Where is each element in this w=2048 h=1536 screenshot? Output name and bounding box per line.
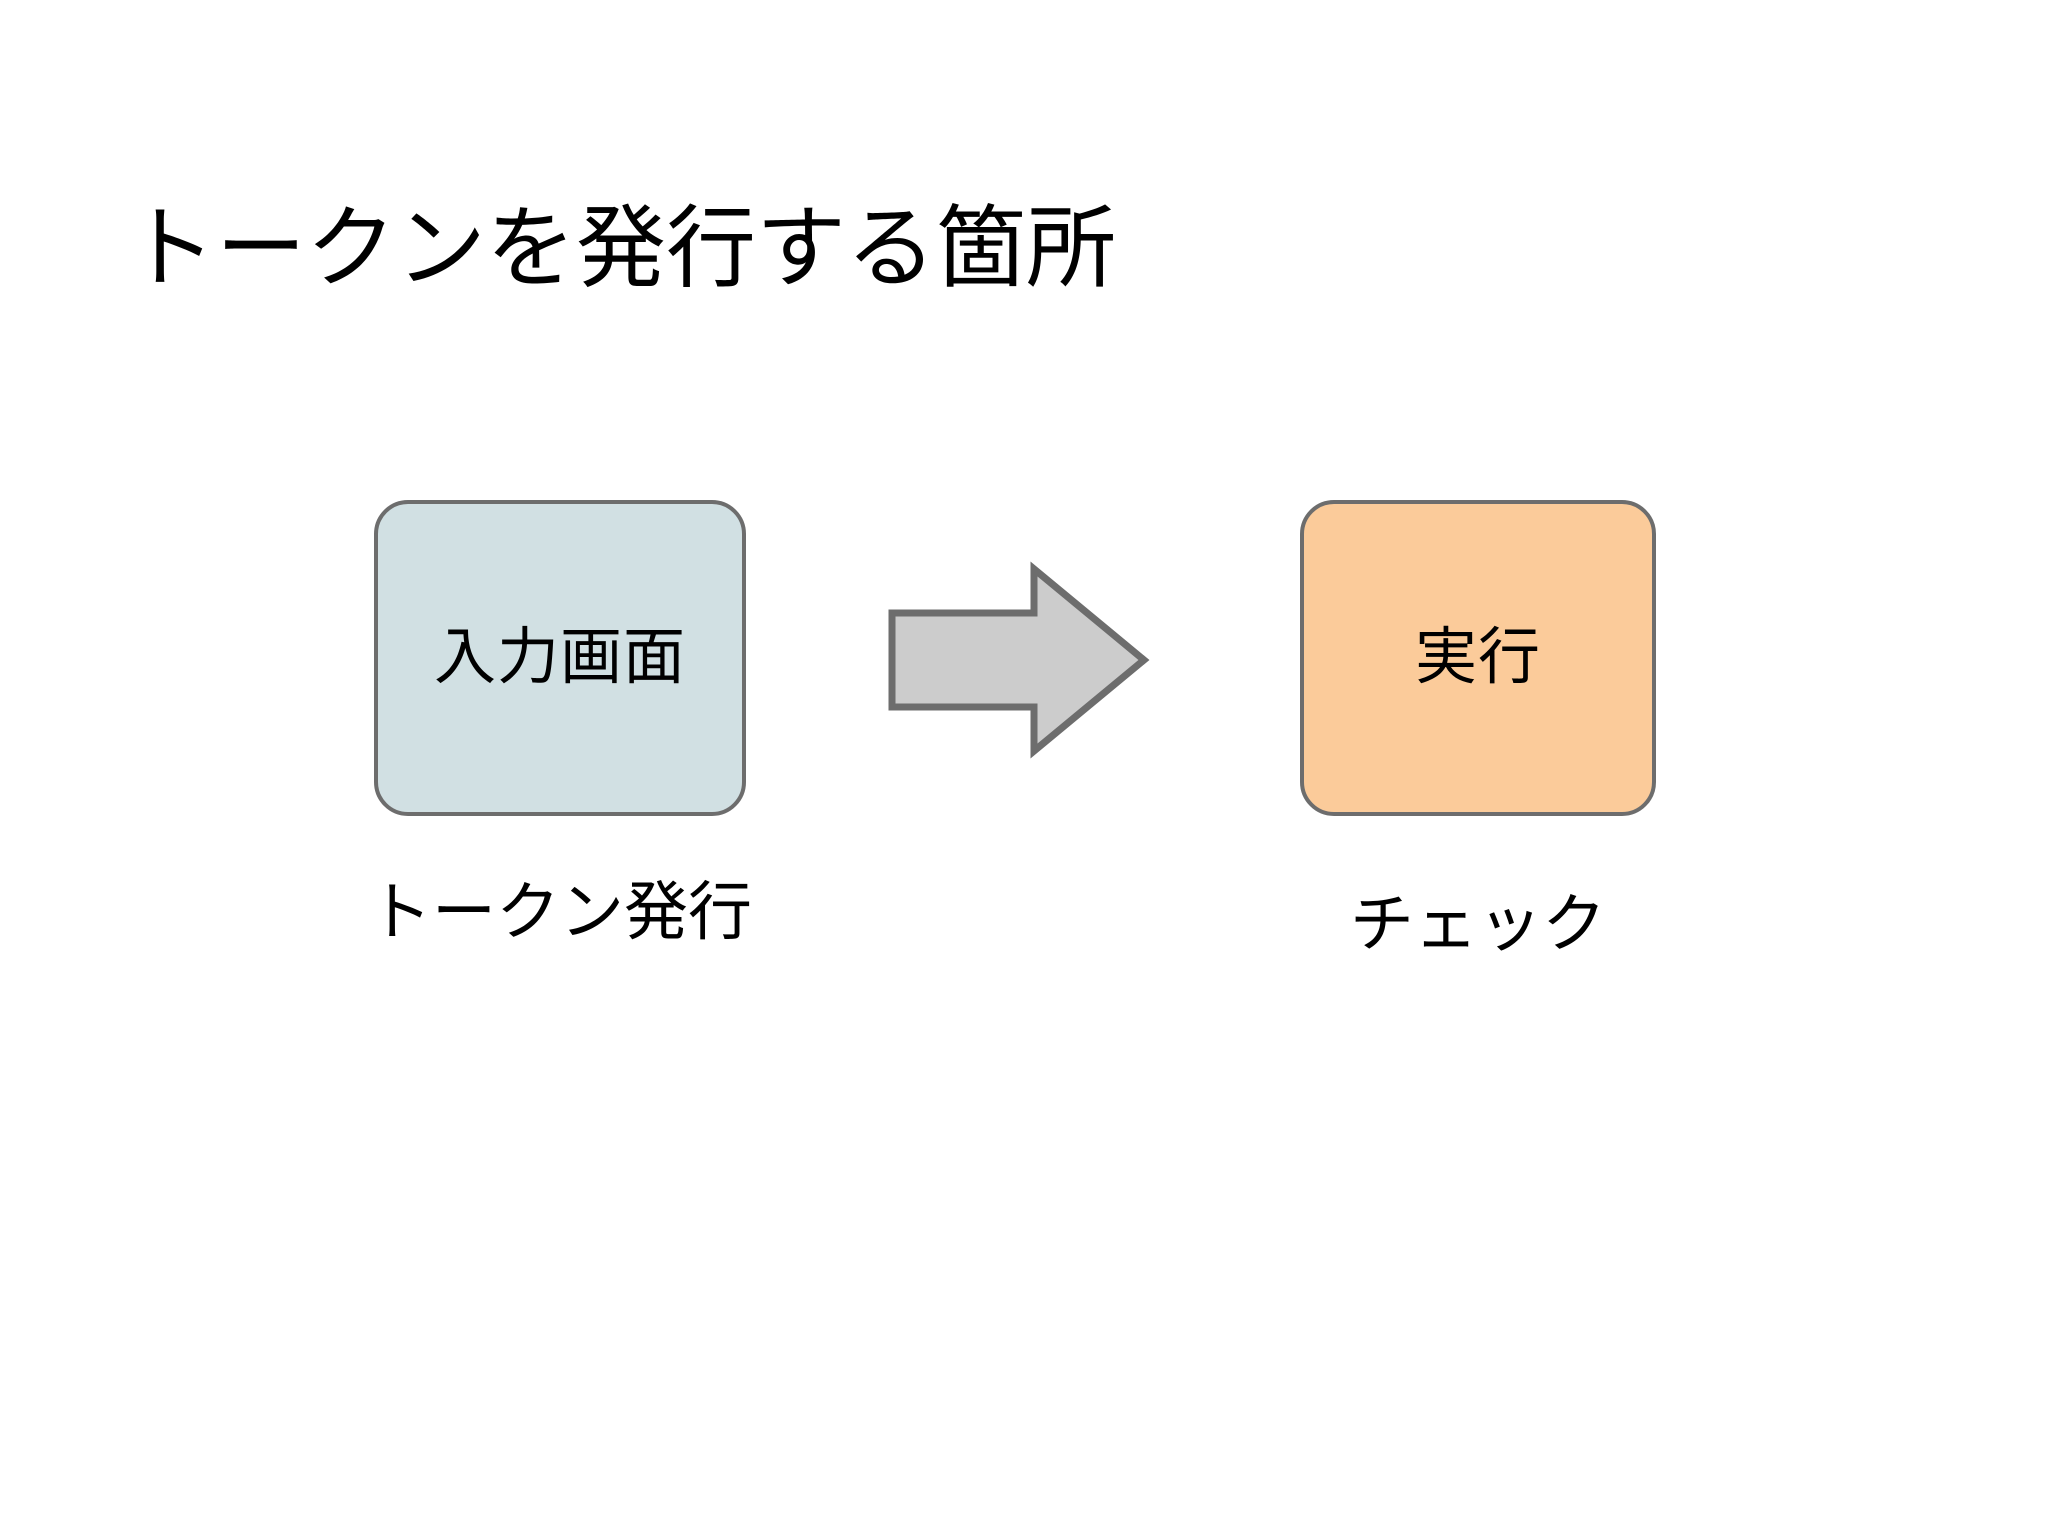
flow-node-execute[interactable]: 実行 (1300, 500, 1656, 816)
flow-node-execute-label: 実行 (1414, 623, 1541, 692)
flow-node-input-screen[interactable]: 入力画面 (374, 500, 746, 816)
page-title: トークンを発行する箇所 (126, 199, 1116, 300)
flow-caption-check: チェック (1350, 888, 1606, 960)
flow-node-input-screen-label: 入力画面 (433, 623, 686, 692)
flow-caption-token-issue: トークン発行 (368, 876, 752, 948)
right-arrow-icon (888, 561, 1150, 759)
